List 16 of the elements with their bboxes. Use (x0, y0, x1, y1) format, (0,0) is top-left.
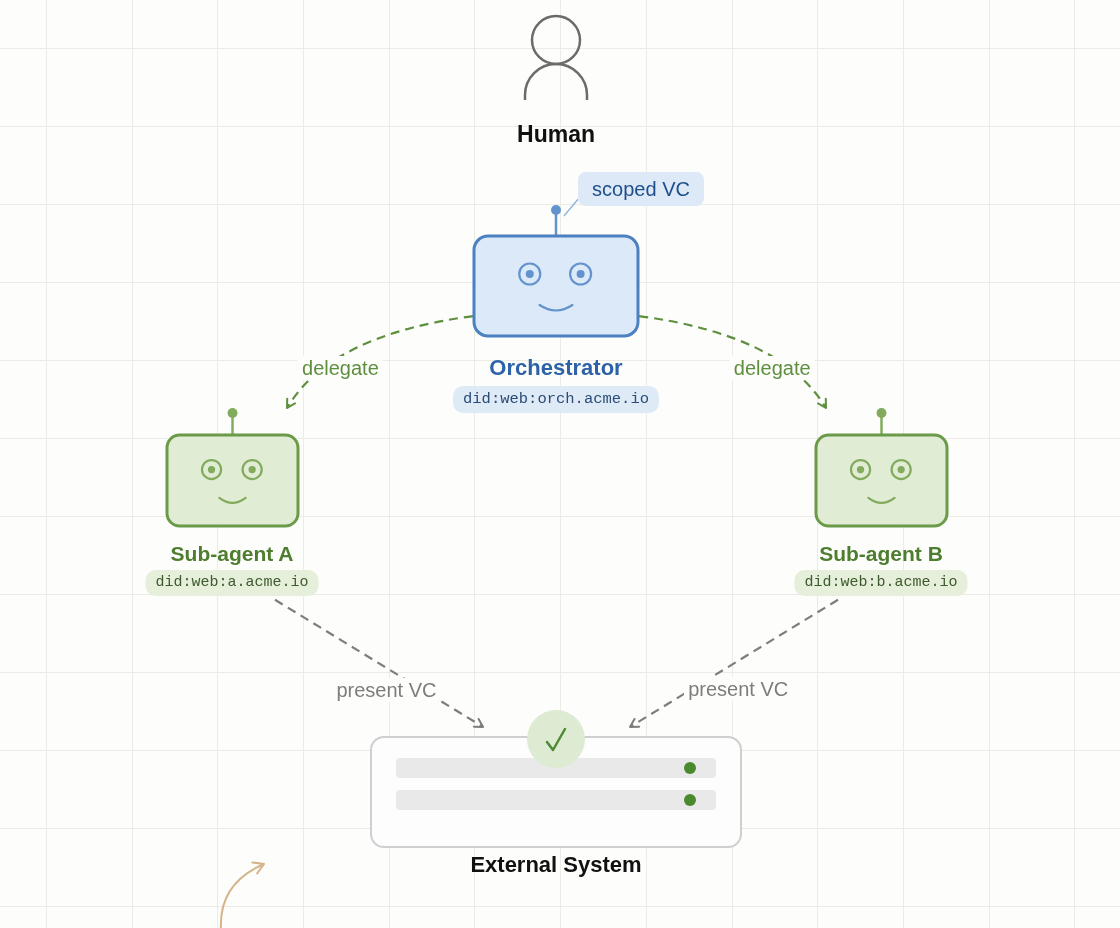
did-identifier: did:web:orch.acme.io (453, 386, 659, 413)
callout-bubble: scoped VC (578, 172, 704, 206)
dashed-arrow (638, 315, 827, 409)
did-identifier: did:web:b.acme.io (794, 570, 968, 596)
agent-name: Sub-agent B (819, 541, 943, 567)
dashed-arrow (286, 315, 474, 409)
edge-label: delegate (729, 356, 815, 381)
dashed-arrow (274, 598, 485, 728)
agent-name: Orchestrator (489, 355, 623, 381)
dashed-arrow (629, 598, 839, 728)
node-label: External System (470, 852, 642, 878)
did-identifier: did:web:a.acme.io (145, 570, 319, 596)
node-label: Human (517, 120, 595, 148)
edge-label: delegate (298, 356, 383, 381)
agent-name: Sub-agent A (170, 541, 294, 567)
leader-line (563, 198, 579, 217)
